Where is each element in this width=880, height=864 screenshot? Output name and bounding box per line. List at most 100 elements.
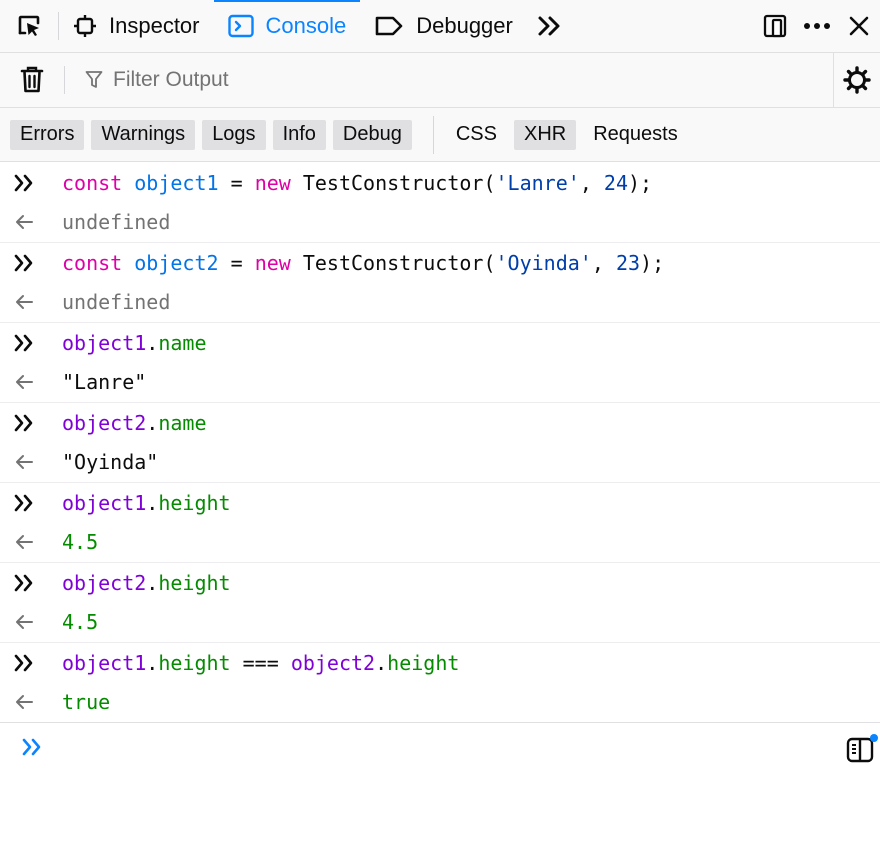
code-token: . <box>375 651 388 675</box>
input-chevron-icon <box>0 413 62 433</box>
editor-mode-toggle-button[interactable] <box>844 733 878 767</box>
tab-label: Debugger <box>416 13 513 38</box>
filter-css-button[interactable]: CSS <box>455 123 497 145</box>
code-token: name <box>158 331 207 355</box>
filter-warnings-button[interactable]: Warnings <box>91 119 196 150</box>
clear-console-button[interactable] <box>0 53 64 107</box>
code-token: object1 <box>62 491 147 515</box>
input-chevron-icon <box>0 573 62 593</box>
code-token: ); <box>628 171 653 195</box>
filter-output-input[interactable] <box>111 67 515 93</box>
filter-separator <box>432 115 434 154</box>
code-token: . <box>146 491 159 515</box>
code-token: object2 <box>134 251 219 275</box>
result-arrow-icon <box>0 534 62 550</box>
element-picker-icon <box>18 15 40 36</box>
result-value[interactable]: undefined <box>62 290 171 314</box>
result-line: 4.5 <box>0 522 98 562</box>
more-tabs-button[interactable] <box>527 0 573 52</box>
result-line: "Lanre" <box>0 362 146 402</box>
code-token: = <box>218 171 255 195</box>
code-token: TestConstructor( <box>290 251 496 275</box>
console-icon <box>227 14 254 38</box>
filter-errors-button[interactable]: Errors <box>10 119 85 150</box>
result-line: 4.5 <box>0 602 98 642</box>
element-picker-button[interactable] <box>0 0 58 52</box>
console-filter-bar <box>0 53 880 108</box>
console-message: object2.height 4.5 <box>0 563 880 643</box>
filter-field[interactable] <box>65 53 833 107</box>
code-token: const <box>62 171 123 195</box>
code-token: height <box>158 571 231 595</box>
result-line: undefined <box>0 202 170 242</box>
result-value[interactable]: "Oyinda" <box>62 450 159 474</box>
code-token: = <box>218 251 255 275</box>
code-token: new <box>254 171 291 195</box>
chevron-double-right-icon <box>538 16 560 36</box>
input-chevron-icon <box>0 653 62 673</box>
code-token: === <box>230 651 291 675</box>
result-value[interactable]: "Lanre" <box>62 370 147 394</box>
command-line: const object1 = new TestConstructor('Lan… <box>0 163 652 203</box>
console-message: object1.name "Lanre" <box>0 323 880 403</box>
code-token: object1 <box>62 331 147 355</box>
input-chevron-icon <box>0 253 62 273</box>
tab-inspector[interactable]: Inspector <box>59 0 214 52</box>
tab-console[interactable]: Console <box>213 0 361 52</box>
filter-icon <box>85 71 103 88</box>
result-arrow-icon <box>0 614 62 630</box>
code-token: ); <box>640 251 665 275</box>
console-message: object1.height 4.5 <box>0 483 880 563</box>
code-token: 24 <box>603 171 628 195</box>
filter-debug-button[interactable]: Debug <box>332 119 412 150</box>
close-devtools-button[interactable] <box>838 0 880 52</box>
command-line: object2.name <box>0 403 207 443</box>
code-token <box>122 171 134 195</box>
ellipsis-icon <box>804 23 830 29</box>
result-value[interactable]: undefined <box>62 210 171 234</box>
code-token: 23 <box>615 251 641 275</box>
code-token: height <box>158 651 231 675</box>
result-line: "Oyinda" <box>0 442 158 482</box>
command-line: object1.height === object2.height <box>0 643 459 683</box>
code-token: new <box>254 251 291 275</box>
tab-label: Inspector <box>109 13 200 38</box>
result-value[interactable]: 4.5 <box>62 610 99 634</box>
filter-requests-button[interactable]: Requests <box>593 123 678 145</box>
code-token: , <box>591 251 616 275</box>
code-token: height <box>158 491 231 515</box>
code-token: 'Lanre' <box>495 171 580 195</box>
command-line: object1.height <box>0 483 231 523</box>
console-message: object2.name "Oyinda" <box>0 403 880 483</box>
console-input-area[interactable] <box>0 722 880 864</box>
editor-mode-icon <box>846 734 878 763</box>
code-token: name <box>158 411 207 435</box>
inspector-icon <box>73 14 97 38</box>
input-chevron-icon <box>0 333 62 353</box>
filter-logs-button[interactable]: Logs <box>202 119 266 150</box>
console-settings-button[interactable] <box>833 53 880 107</box>
code-token: . <box>146 571 159 595</box>
code-token: . <box>146 411 159 435</box>
responsive-design-button[interactable] <box>754 0 796 52</box>
command-line: object1.name <box>0 323 207 363</box>
command-line: object2.height <box>0 563 231 603</box>
result-line: true <box>0 682 110 722</box>
code-token: , <box>579 171 604 195</box>
trash-icon <box>20 66 44 93</box>
more-options-button[interactable] <box>796 0 838 52</box>
tab-debugger[interactable]: Debugger <box>360 0 527 52</box>
code-token: . <box>146 331 159 355</box>
result-value[interactable]: 4.5 <box>62 530 99 554</box>
log-level-filters: Errors Warnings Logs Info Debug CSS XHR … <box>0 108 880 162</box>
input-chevron-icon <box>0 173 62 193</box>
result-value[interactable]: true <box>62 690 111 714</box>
filter-separator <box>64 66 65 94</box>
console-message: const object2 = new TestConstructor('Oyi… <box>0 243 880 323</box>
filter-info-button[interactable]: Info <box>272 119 326 150</box>
filter-xhr-button[interactable]: XHR <box>513 119 577 150</box>
input-chevron-icon <box>0 493 62 513</box>
code-token: object1 <box>62 651 147 675</box>
result-arrow-icon <box>0 454 62 470</box>
